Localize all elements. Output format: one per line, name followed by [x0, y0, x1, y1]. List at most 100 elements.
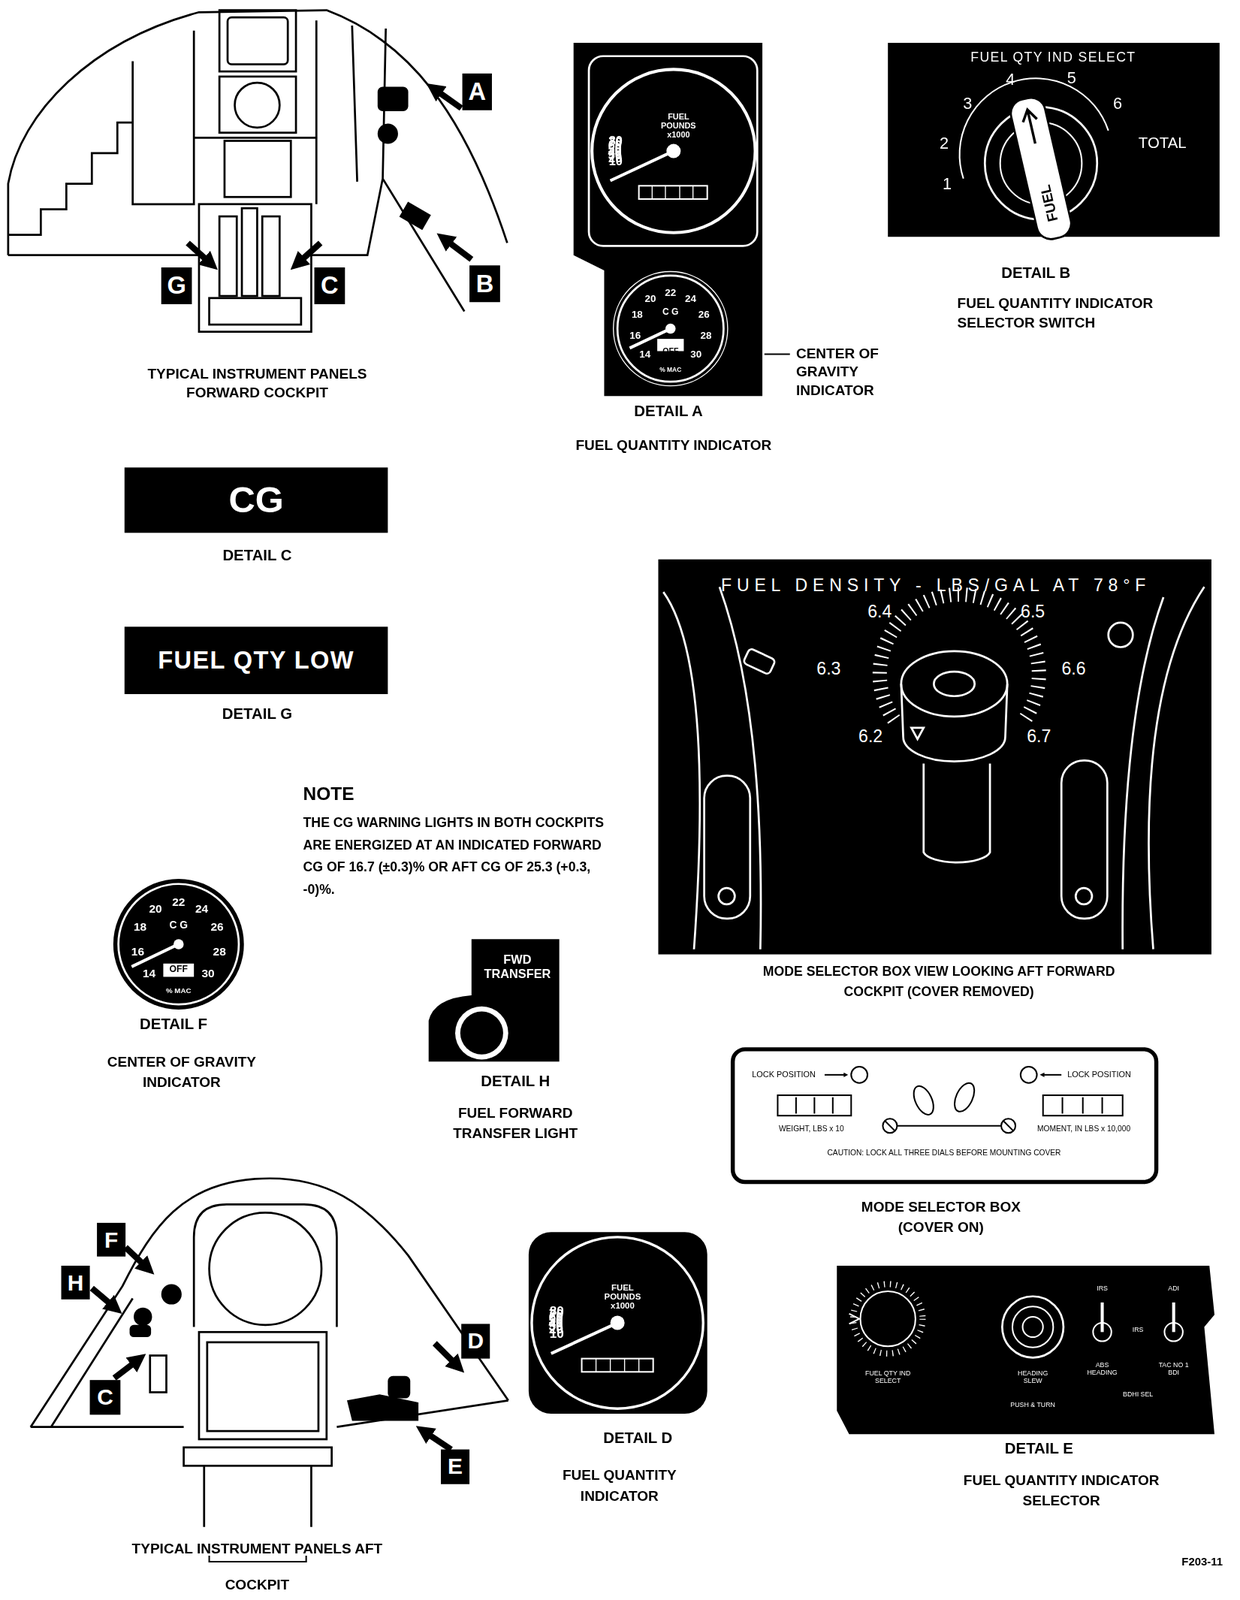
- box-text: D: [467, 1330, 484, 1353]
- figure-number: F203-11: [1181, 1555, 1223, 1569]
- knob-shaft: [923, 763, 990, 863]
- dial-text: 16: [629, 329, 641, 342]
- box-text: C: [96, 1385, 114, 1409]
- callout-box: C: [90, 1379, 121, 1415]
- dial-text: HEADING SLEW: [1011, 1369, 1055, 1385]
- dial-text: FUEL QTY IND SELECT: [863, 1369, 913, 1385]
- callout-box: F: [96, 1222, 126, 1257]
- lock-arrow: [824, 1074, 845, 1076]
- detail-title: DETAIL H: [480, 1071, 550, 1090]
- indicator-shape: [129, 1324, 152, 1337]
- dial-text: 28: [699, 329, 712, 342]
- callout-arrow: [446, 241, 472, 260]
- pedestal-strip: [209, 298, 302, 325]
- box-text: G: [166, 273, 186, 299]
- callout-arrow: [91, 1288, 112, 1306]
- dial-text: 22: [664, 286, 676, 299]
- instrument: [209, 1212, 322, 1325]
- density-pointer: [911, 727, 924, 740]
- panel-edge: [30, 1297, 509, 1427]
- dial-text: 1: [942, 174, 952, 194]
- callout-box: C: [314, 267, 346, 305]
- dial-text: ABS HEADING: [1081, 1360, 1123, 1376]
- caption: MODE SELECTOR BOX VIEW LOOKING AFT FORWA…: [763, 961, 1116, 1002]
- tube: [704, 775, 751, 919]
- switch-panel: [887, 42, 1220, 237]
- box-text: H: [67, 1270, 85, 1294]
- dial-text: CAUTION: LOCK ALL THREE DIALS BEFORE MOU…: [826, 1147, 1061, 1157]
- box-text: CG: [228, 481, 284, 519]
- detail-title: DETAIL F: [139, 1014, 208, 1033]
- box-text: C: [320, 273, 339, 299]
- callout-box: A: [462, 73, 492, 111]
- mode-selector-cover: LOCK POSITION LOCK POSITION WEIGHT, LBS x …: [733, 1049, 1157, 1183]
- needle-hub: [610, 1315, 625, 1331]
- counter: [777, 1095, 851, 1116]
- counter-cell: [796, 1097, 833, 1114]
- gauge-face: [591, 69, 755, 233]
- counter: [1043, 1095, 1123, 1116]
- counter-cell: [651, 185, 693, 200]
- dial-text: 24: [195, 902, 209, 918]
- caption: FUEL FORWARD TRANSFER LIGHT: [434, 1102, 598, 1144]
- indicator-shape: [133, 1307, 152, 1326]
- box-text: F: [104, 1227, 118, 1251]
- callout-box: D: [461, 1323, 490, 1358]
- note-text: THE CG WARNING LIGHTS IN BOTH COCKPITS A…: [303, 811, 620, 902]
- dial-text: 30: [690, 347, 702, 360]
- caption: MODE SELECTOR BOX (COVER ON): [844, 1196, 1038, 1238]
- counter-cell: [1062, 1097, 1103, 1114]
- callout-box: H: [61, 1265, 91, 1300]
- dial-text: OFF: [662, 346, 679, 357]
- mode-selector-cover: [733, 1049, 1157, 1183]
- toggle-lever: [1172, 1302, 1176, 1332]
- note-heading: NOTE: [303, 784, 355, 806]
- dial-text: WEIGHT, LBS x 10: [778, 1124, 845, 1134]
- indicator-shape: [377, 87, 409, 112]
- dial-text: 6.2: [858, 726, 883, 748]
- needle-hub: [665, 323, 676, 335]
- tube: [1075, 887, 1093, 905]
- callout-arrow: [426, 1433, 452, 1450]
- caption: TYPICAL INSTRUMENT PANELS FORWARD COCKPI…: [121, 364, 393, 402]
- gauge-dial: 141618202224262830C GOFF% MAC: [617, 275, 724, 382]
- gauge-rim: [113, 878, 245, 1010]
- detail-title: DETAIL B: [1001, 263, 1071, 282]
- dial-text: 18: [133, 920, 147, 936]
- indicator-shape: [161, 1283, 182, 1304]
- dial-text: FUEL: [1036, 183, 1062, 224]
- indicator-shape: [377, 123, 399, 144]
- dial-text: C G: [168, 919, 188, 933]
- knob-pointer: [1020, 108, 1043, 145]
- dial-text: FUEL POUNDS x1000: [654, 113, 703, 141]
- dial-text: 14: [639, 347, 651, 360]
- pedestal-strip: [219, 216, 237, 296]
- gauge-dial: 1020304050607080FUEL POUNDS x1000: [531, 1236, 703, 1409]
- switch-knob: [1007, 94, 1075, 242]
- dial-text: IRS: [1096, 1284, 1108, 1293]
- dial-text: FUEL POUNDS x1000: [597, 1282, 649, 1312]
- light-lens: [455, 1006, 509, 1060]
- counter: [639, 185, 708, 200]
- detail-title: DETAIL A: [633, 401, 703, 420]
- panel-line: [132, 20, 358, 205]
- dial-text: 28: [213, 944, 227, 960]
- dial-text: ADI: [1167, 1284, 1180, 1293]
- instrument: [219, 10, 296, 73]
- slew-knob: [1001, 1296, 1064, 1358]
- dial-text: FUEL QTY IND SELECT: [970, 49, 1136, 66]
- dial-text: 18: [631, 308, 643, 321]
- needle: [131, 944, 179, 967]
- dial-text: LOCK POSITION: [751, 1069, 816, 1080]
- toggle-lever: [1101, 1302, 1105, 1332]
- light-lens: [460, 1011, 504, 1055]
- dial-text: 6: [1113, 93, 1123, 113]
- callout-arrow: [114, 1361, 136, 1379]
- pedestal: [204, 1465, 312, 1527]
- detail-title: DETAIL E: [1004, 1439, 1074, 1458]
- pedestal-strip: [241, 208, 257, 296]
- needle: [629, 328, 670, 349]
- screw-slot: [884, 1120, 1014, 1132]
- dial-text: LOCK POSITION: [1067, 1069, 1132, 1080]
